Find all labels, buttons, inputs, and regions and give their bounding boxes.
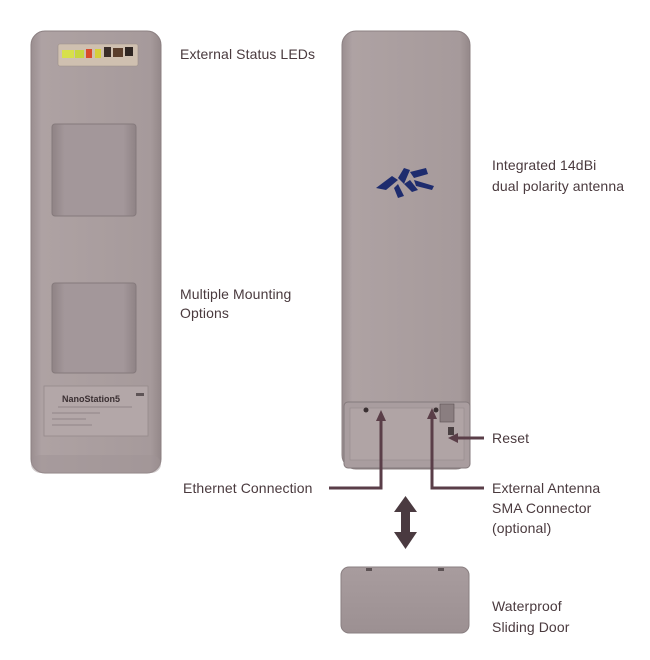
led-link	[125, 47, 133, 56]
led-power	[86, 49, 92, 58]
slide-arrow-icon	[394, 496, 417, 549]
mounting-label-line2: Options	[180, 303, 229, 323]
sma-label-line2: SMA Connector	[492, 498, 591, 518]
mounting-pad-top	[52, 124, 136, 216]
reset-label: Reset	[492, 428, 529, 448]
status-leds-label: External Status LEDs	[180, 44, 315, 64]
led-signal-1	[62, 50, 74, 58]
mounting-pad-bottom	[52, 283, 136, 373]
model-name-text: NanoStation5	[62, 394, 120, 404]
led-wlan	[104, 47, 111, 57]
device-front-view: NanoStation5	[31, 31, 161, 473]
door-label-line1: Waterproof	[492, 596, 562, 616]
sma-label-line1: External Antenna	[492, 478, 600, 498]
ethernet-label: Ethernet Connection	[183, 478, 313, 498]
door-label-line2: Sliding Door	[492, 617, 569, 637]
device-back-view	[342, 31, 470, 469]
reset-button-icon	[448, 427, 454, 435]
antenna-label-line1: Integrated 14dBi	[492, 155, 596, 175]
led-lan	[95, 49, 101, 58]
mounting-label-line1: Multiple Mounting	[180, 284, 291, 304]
sliding-door	[341, 567, 469, 633]
led-signal-2	[75, 50, 84, 58]
ethernet-port-icon	[364, 408, 369, 413]
antenna-label-line2: dual polarity antenna	[492, 176, 624, 196]
led-status	[113, 48, 123, 57]
sma-connector-icon	[434, 408, 439, 413]
status-led-panel	[58, 44, 138, 66]
sma-label-line3: (optional)	[492, 518, 551, 538]
product-label: NanoStation5	[44, 386, 148, 436]
connector-compartment	[344, 402, 470, 468]
